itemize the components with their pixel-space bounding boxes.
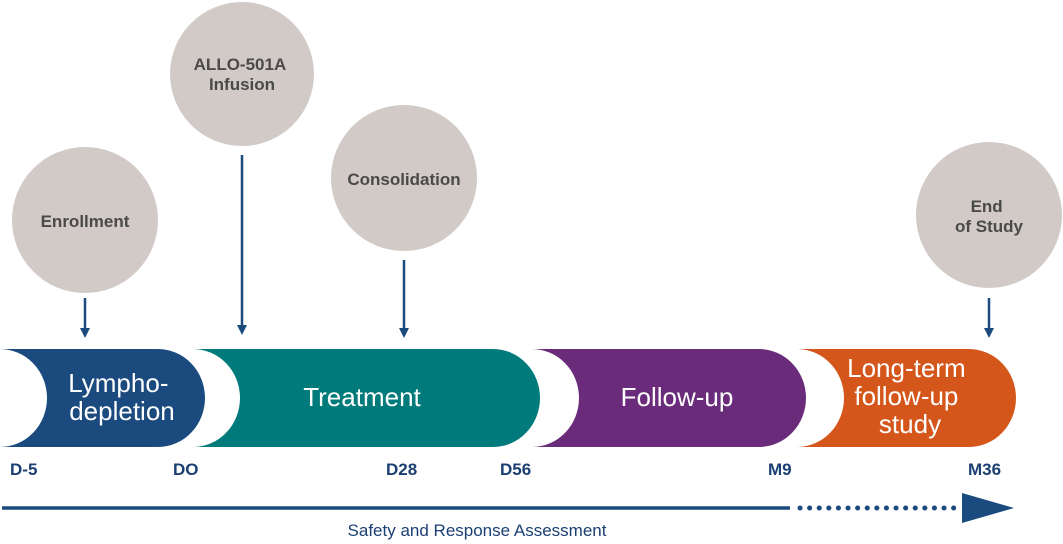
milestone-consolidation: Consolidation	[331, 105, 477, 251]
svg-text:Enrollment: Enrollment	[41, 212, 130, 231]
tick-m9: M9	[768, 460, 792, 479]
tick-d28: D28	[386, 460, 417, 479]
milestone-infusion: ALLO-501A Infusion	[170, 2, 314, 146]
phase-followup	[532, 349, 806, 447]
phase-longterm	[797, 349, 1016, 447]
infusion-label-line1: ALLO-501A	[194, 55, 286, 74]
milestone-end-of-study: End of Study	[916, 142, 1062, 288]
followup-label: Follow-up	[621, 382, 734, 412]
longterm-label-line2: follow-up	[854, 381, 958, 411]
milestone-enrollment: Enrollment	[12, 147, 158, 293]
end-of-study-bubble	[916, 142, 1062, 288]
phase-treatment	[193, 349, 540, 447]
svg-text:Lympho- depletion: Lympho- depletion	[68, 368, 175, 426]
tick-d56: D56	[500, 460, 531, 479]
svg-text:End of Study: End of Study	[955, 197, 1024, 236]
end-of-study-label-line2: of Study	[955, 217, 1024, 236]
treatment-label: Treatment	[303, 382, 421, 412]
assessment-label: Safety and Response Assessment	[348, 521, 607, 540]
longterm-label-line1: Long-term	[847, 353, 966, 383]
tick-d0: DO	[173, 460, 199, 479]
tick-d-minus5: D-5	[10, 460, 37, 479]
infusion-bubble	[170, 2, 314, 146]
lymphodepletion-label-line2: depletion	[69, 396, 175, 426]
longterm-label-line3: study	[879, 409, 941, 439]
svg-text:Long-term follow-up st: Long-term follow-up study	[847, 353, 973, 439]
assessment-arrowhead-icon	[962, 493, 1014, 523]
consolidation-bubble	[331, 105, 477, 251]
phase-lymphodepletion	[0, 349, 205, 447]
consolidation-label: Consolidation	[347, 170, 460, 189]
svg-text:Follow-up: Follow-up	[621, 382, 734, 412]
lymphodepletion-label-line1: Lympho-	[68, 368, 168, 398]
svg-text:Treatment: Treatment	[303, 382, 421, 412]
infusion-label-line2: Infusion	[209, 75, 275, 94]
svg-text:ALLO-501A Infusion: ALLO-501A Infusion	[194, 55, 291, 94]
enrollment-label: Enrollment	[41, 212, 130, 231]
svg-text:Consolidation: Consolidation	[347, 170, 460, 189]
enrollment-bubble	[12, 147, 158, 293]
tick-m36: M36	[968, 460, 1001, 479]
end-of-study-label-line1: End	[971, 197, 1003, 216]
